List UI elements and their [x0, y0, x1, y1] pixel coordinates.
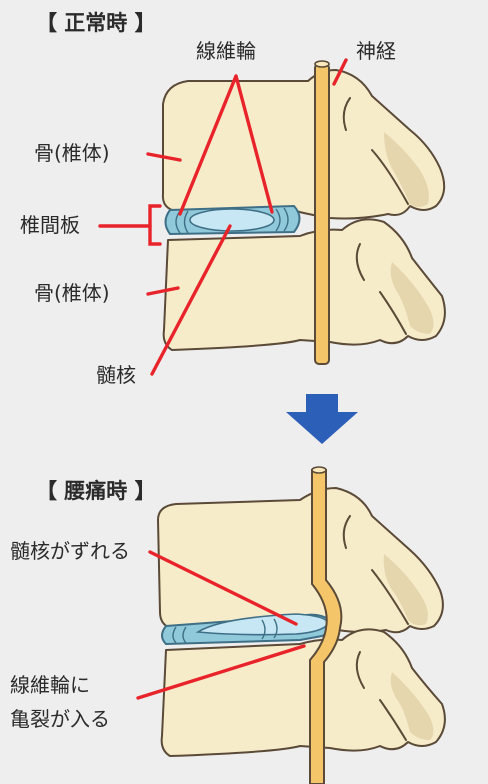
label-bone-upper: 骨(椎体)	[34, 141, 110, 165]
label-nerve: 神経	[356, 39, 396, 63]
label-annulus: 線維輪	[196, 39, 256, 63]
label-nucleus-shift: 髄核がずれる	[10, 539, 130, 563]
normal-title: 【 正常時 】	[36, 11, 156, 35]
label-crack-line1: 線維輪に	[10, 673, 90, 697]
down-arrow-icon	[286, 394, 358, 444]
upper-vertebra	[163, 70, 444, 219]
lower-vertebra-backpain	[162, 629, 445, 756]
backpain-panel: 【 腰痛時 】 髄核がずれる	[10, 467, 445, 784]
disc-bracket	[150, 206, 160, 244]
normal-panel: 【 正常時 】 線維輪	[20, 11, 445, 387]
normal-nerve	[315, 61, 329, 364]
label-crack-line2: 亀裂が入る	[10, 707, 110, 731]
backpain-title: 【 腰痛時 】	[36, 479, 156, 503]
label-bone-lower: 骨(椎体)	[34, 281, 110, 305]
label-nucleus: 髄核	[96, 363, 136, 387]
normal-disc	[166, 206, 300, 234]
upper-vertebra-backpain	[158, 488, 443, 632]
label-disc: 椎間板	[20, 213, 80, 237]
lower-vertebra	[164, 219, 445, 350]
